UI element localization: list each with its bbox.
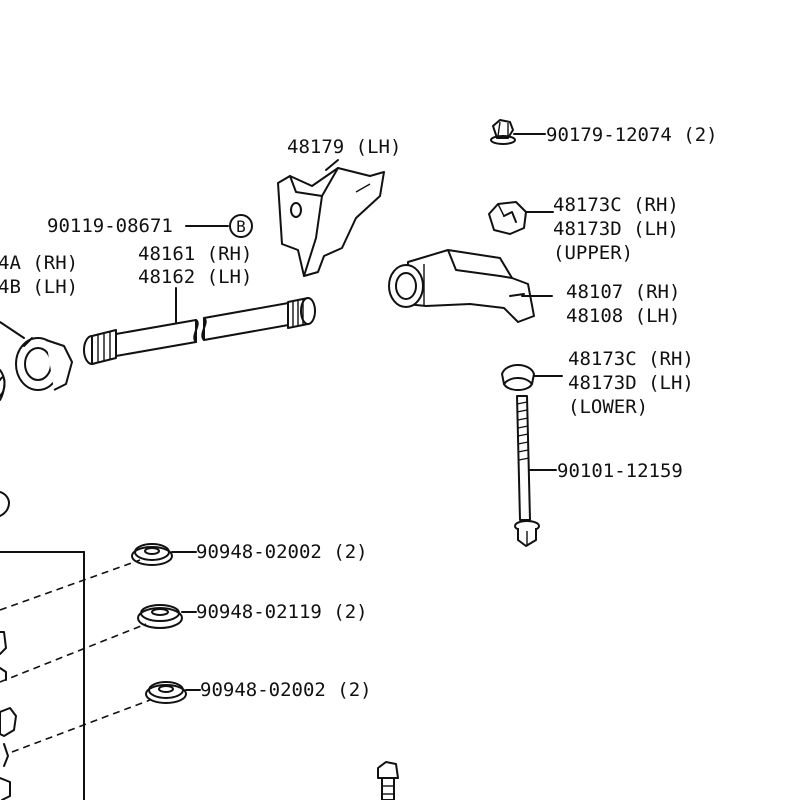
- lower-cushion-label-3: (LOWER): [568, 396, 648, 418]
- washer-2-label: 90948-02119 (2): [196, 601, 368, 623]
- callout-b-letter: B: [236, 217, 246, 236]
- left-edge-fragment: [0, 491, 10, 517]
- sub-assembly-frame: [0, 551, 85, 800]
- torsion-bar-label-2: 48162 (LH): [138, 266, 252, 288]
- washer-1-part[interactable]: [131, 543, 173, 566]
- bottom-bolt-part[interactable]: [377, 761, 399, 800]
- arm-label-1: 48107 (RH): [566, 281, 680, 303]
- torsion-bar-label-1: 48161 (RH): [138, 243, 252, 265]
- long-bolt-label: 90101-12159: [557, 460, 683, 482]
- upper-cushion-label-1: 48173C (RH): [553, 194, 679, 216]
- left-bushing-part[interactable]: [0, 321, 73, 401]
- left-bushing-label-1: 4A (RH): [0, 252, 78, 274]
- washer-3-label: 90948-02002 (2): [200, 679, 372, 701]
- bracket-48179-leader: [325, 159, 339, 171]
- assembly-line-3: [11, 699, 151, 753]
- upper-cushion-label-2: 48173D (LH): [553, 218, 679, 240]
- sub-assembly-parts[interactable]: [0, 631, 17, 800]
- upper-cushion-part[interactable]: [488, 201, 527, 235]
- washer-3-part[interactable]: [145, 681, 187, 704]
- torsion-bar-part[interactable]: [83, 297, 316, 365]
- lower-cushion-label-1: 48173C (RH): [568, 348, 694, 370]
- arm-label-2: 48108 (LH): [566, 305, 680, 327]
- left-bushing-label-2: 4B (LH): [0, 276, 78, 298]
- washer-1-label: 90948-02002 (2): [196, 541, 368, 563]
- torsion-arm-part[interactable]: [388, 249, 535, 323]
- nut-90179-12074-label: 90179-12074 (2): [546, 124, 718, 146]
- upper-cushion-label-3: (UPPER): [553, 242, 633, 264]
- nut-90179-12074-part[interactable]: [490, 119, 516, 145]
- bolt-90119-08671-label: 90119-08671: [47, 215, 173, 237]
- washer-2-part[interactable]: [137, 604, 183, 629]
- assembly-line-1: [0, 559, 141, 611]
- left-edge-fragment-2: [0, 369, 6, 397]
- bracket-48179-label: 48179 (LH): [287, 136, 401, 158]
- bracket-48179-part[interactable]: [277, 167, 385, 277]
- long-bolt-part[interactable]: [514, 395, 540, 547]
- assembly-line-2: [0, 623, 147, 683]
- lower-cushion-label-2: 48173D (LH): [568, 372, 694, 394]
- callout-b-circle: [229, 214, 253, 238]
- lower-cushion-part[interactable]: [501, 364, 535, 391]
